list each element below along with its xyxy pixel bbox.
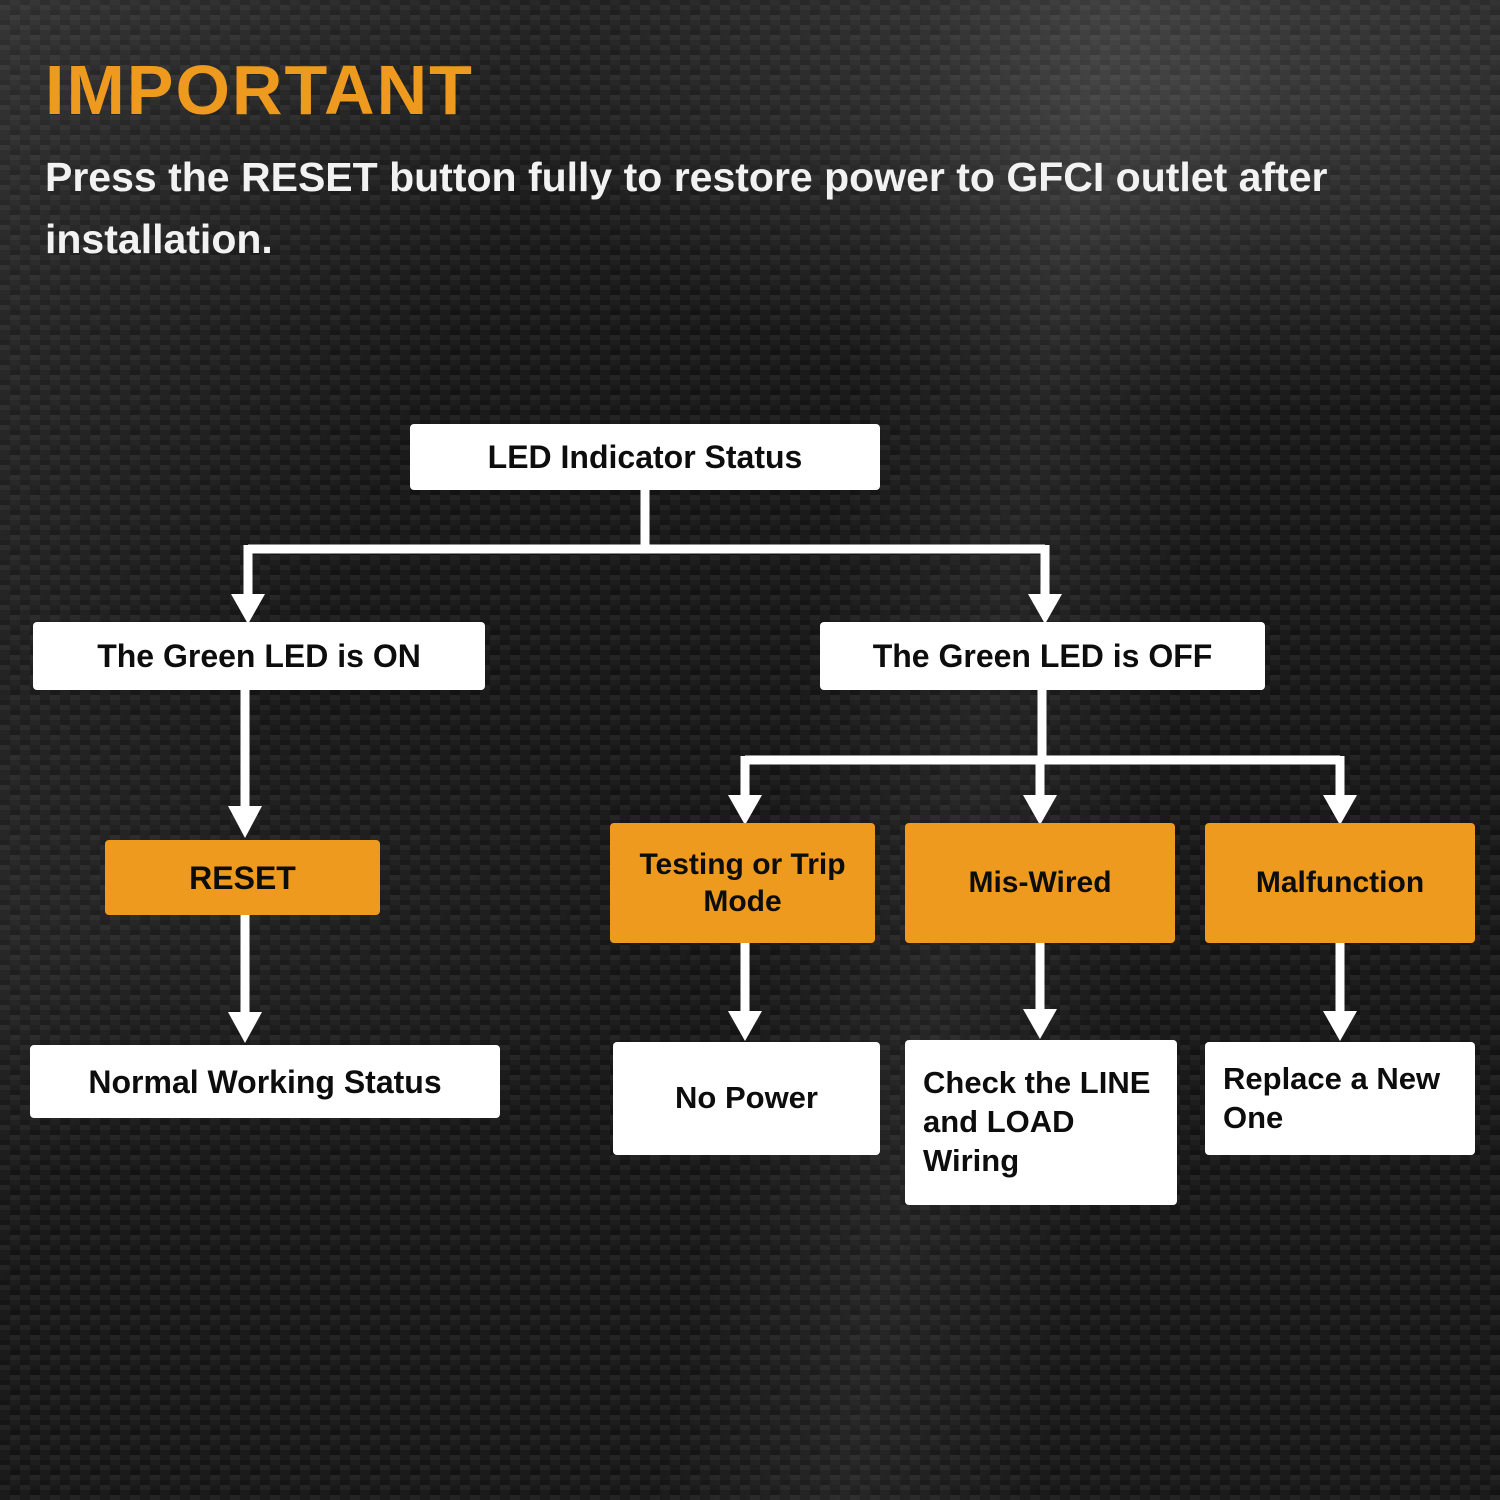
flow-node-label: Malfunction [1255, 866, 1425, 900]
flow-node-no-power: No Power [613, 1042, 880, 1155]
flow-node-normal-working-status: Normal Working Status [30, 1045, 500, 1118]
flow-node-label: Replace a New One [1223, 1060, 1441, 1135]
flow-node-label: Mis-Wired [968, 866, 1112, 900]
flow-node-label: No Power [675, 1080, 818, 1116]
flow-node-led-indicator-status: LED Indicator Status [410, 424, 880, 490]
flow-node-label: Check the LINE and LOAD Wiring [923, 1065, 1151, 1178]
flow-node-green-led-on: The Green LED is ON [33, 622, 485, 690]
flow-node-reset: RESET [105, 840, 380, 915]
flow-node-malfunction: Malfunction [1205, 823, 1475, 943]
flow-node-check-line-load-wiring: Check the LINE and LOAD Wiring [905, 1040, 1177, 1205]
flow-node-replace-new-one: Replace a New One [1205, 1042, 1475, 1155]
flow-node-label: Normal Working Status [88, 1063, 442, 1100]
flow-node-label: LED Indicator Status [487, 439, 803, 475]
flow-node-mis-wired: Mis-Wired [905, 823, 1175, 943]
flow-node-label: The Green LED is ON [97, 638, 421, 674]
header: IMPORTANT Press the RESET button fully t… [45, 55, 1465, 270]
page-title: IMPORTANT [45, 51, 474, 129]
flow-node-label: Testing or Trip Mode [639, 847, 846, 919]
flow-node-green-led-off: The Green LED is OFF [820, 622, 1265, 690]
flow-node-label: The Green LED is OFF [872, 638, 1213, 674]
page-subtitle: Press the RESET button fully to restore … [45, 154, 1328, 262]
flow-node-label: RESET [189, 859, 296, 896]
flow-node-testing-or-trip-mode: Testing or Trip Mode [610, 823, 875, 943]
